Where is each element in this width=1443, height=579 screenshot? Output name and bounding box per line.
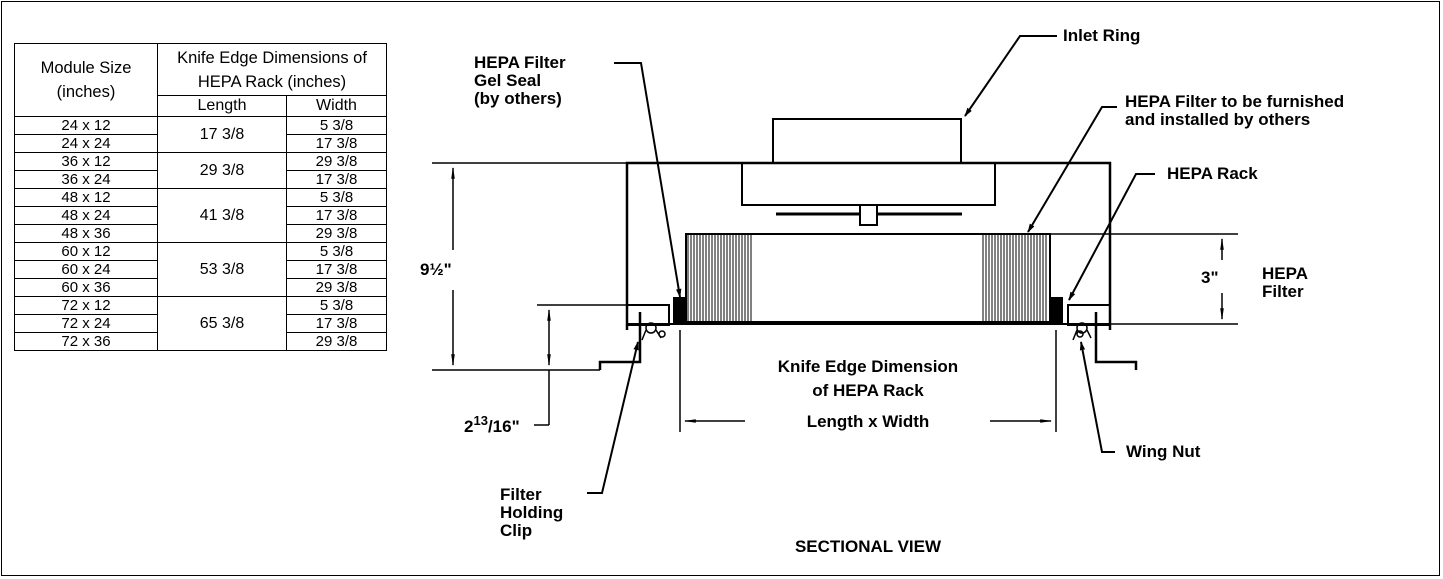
dimensions-table: Module Size (inches) Knife Edge Dimensio… — [14, 42, 387, 351]
offset-dimension-base: 2 — [464, 417, 473, 436]
hepa-rack — [627, 297, 1110, 325]
table-row: 48 x 36 29 3/8 — [14, 224, 387, 243]
module-size-cell: 36 x 12 — [14, 152, 158, 171]
module-size-cell: 48 x 24 — [14, 206, 158, 225]
width-cell: 5 3/8 — [286, 116, 387, 135]
knife-edge-header: Knife Edge Dimensions of HEPA Rack (inch… — [157, 42, 387, 97]
gel-seal-label-line1: HEPA Filter — [474, 53, 566, 72]
filter-holding-clip-right — [1094, 312, 1138, 370]
filter-pleats-right — [982, 234, 1047, 322]
hepa-filter — [685, 233, 1051, 323]
width-cell: 29 3/8 — [286, 278, 387, 297]
leader-lines — [587, 35, 1155, 494]
offset-dimension-superscript: 13 — [473, 413, 487, 428]
height-dimension-label: 9½" — [420, 260, 452, 279]
module-size-header: Module Size (inches) — [14, 43, 158, 117]
sectional-view-title: SECTIONAL VIEW — [795, 537, 942, 556]
module-size-cell: 60 x 12 — [14, 242, 158, 261]
table-row: 72 x 36 29 3/8 — [14, 332, 387, 351]
hepa-rack-label: HEPA Rack — [1167, 164, 1258, 183]
gel-seal-label-line2: Gel Seal — [474, 71, 541, 90]
length-cell: 53 3/8 — [157, 242, 287, 297]
module-size-cell: 48 x 12 — [14, 188, 158, 207]
inlet-ring — [741, 118, 996, 226]
length-cell: 17 3/8 — [157, 116, 287, 153]
width-cell: 5 3/8 — [286, 296, 387, 315]
offset-dimension-label: 213/16" — [464, 413, 520, 436]
offset-dimension-tail: /16" — [488, 417, 520, 436]
knife-edge-label-line1: Knife Edge Dimension — [778, 357, 958, 376]
wing-nut-right — [1072, 322, 1092, 341]
hepa-filter-label-line1: HEPA — [1262, 264, 1308, 283]
filter-height-dimension-label: 3" — [1201, 268, 1219, 287]
knife-edge-label-line2: of HEPA Rack — [812, 381, 924, 400]
module-size-cell: 48 x 36 — [14, 224, 158, 243]
width-cell: 5 3/8 — [286, 242, 387, 261]
width-cell: 17 3/8 — [286, 260, 387, 279]
gel-seal-label-line3: (by others) — [474, 89, 562, 108]
filter-furnished-label-line2: and installed by others — [1125, 110, 1310, 129]
dimension-lines — [432, 162, 1238, 432]
width-header: Width — [286, 95, 387, 117]
filter-furnished-label-line1: HEPA Filter to be furnished — [1125, 92, 1344, 111]
clip-label-line3: Clip — [500, 521, 532, 540]
width-cell: 29 3/8 — [286, 224, 387, 243]
hepa-filter-label-line2: Filter — [1262, 282, 1304, 301]
module-size-cell: 72 x 36 — [14, 332, 158, 351]
filter-pleats-left — [687, 234, 752, 322]
width-cell: 29 3/8 — [286, 332, 387, 351]
clip-label-line2: Holding — [500, 503, 563, 522]
width-cell: 29 3/8 — [286, 152, 387, 171]
inlet-ring-label: Inlet Ring — [1063, 26, 1140, 45]
housing — [625, 161, 1112, 330]
length-cell: 41 3/8 — [157, 188, 287, 243]
wing-nut-left — [641, 322, 666, 341]
module-size-cell: 72 x 12 — [14, 296, 158, 315]
filter-holding-clip-left — [598, 312, 642, 370]
table-row: 72 x 24 17 3/8 — [14, 314, 387, 333]
wing-nut-label: Wing Nut — [1126, 442, 1201, 461]
clip-label-line1: Filter — [500, 485, 542, 504]
table-header-row: Module Size (inches) Knife Edge Dimensio… — [14, 42, 387, 117]
module-size-cell: 72 x 24 — [14, 314, 158, 333]
width-cell: 17 3/8 — [286, 314, 387, 333]
knife-edge-label-line3: Length x Width — [807, 412, 930, 431]
